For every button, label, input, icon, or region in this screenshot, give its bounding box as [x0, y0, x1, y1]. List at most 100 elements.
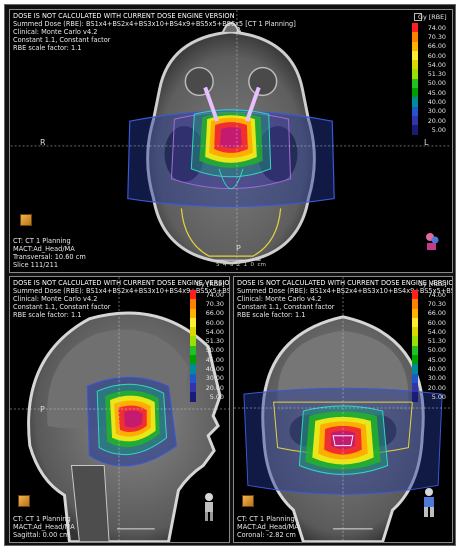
dose-color-swatch: [412, 308, 418, 318]
dose-level-value: 66.00: [427, 42, 446, 51]
orientation-left: P: [40, 405, 45, 414]
maximize-view-icon[interactable]: [414, 13, 422, 21]
transversal-view[interactable]: DOSE IS NOT CALCULATED WITH CURRENT DOSE…: [9, 9, 453, 273]
dose-level-row: 45.00: [412, 355, 446, 365]
clinical-line: Clinical: Monte Carlo v4.2: [13, 28, 98, 36]
dose-level-row: 50.00: [412, 78, 446, 89]
dose-level-row: 5.00: [190, 392, 224, 402]
dose-color-swatch: [412, 69, 418, 79]
dose-level-value: 30.00: [205, 374, 224, 383]
dose-level-row: 30.00: [412, 106, 446, 116]
dose-color-swatch: [412, 290, 418, 300]
dose-level-value: 45.00: [427, 355, 446, 364]
dose-level-row: 74.00: [190, 290, 224, 300]
dose-level-value: 50.00: [427, 346, 446, 355]
dose-color-swatch: [412, 364, 418, 374]
dose-level-row: 70.30: [412, 299, 446, 309]
dose-level-value: 50.00: [427, 79, 446, 88]
dose-level-row: 74.00: [412, 290, 446, 300]
dose-level-value: 60.00: [205, 318, 224, 327]
dose-level-value: 70.30: [205, 299, 224, 308]
dose-level-row: 51.30: [190, 336, 224, 346]
dose-color-swatch: [412, 50, 418, 61]
dose-color-swatch: [190, 355, 196, 365]
orientation-cube-icon[interactable]: [18, 495, 30, 507]
dose-level-row: 54.00: [190, 327, 224, 337]
dose-level-value: 5.00: [209, 392, 224, 401]
orientation-top: A: [236, 26, 242, 35]
orientation-cube-icon[interactable]: [242, 495, 254, 507]
dose-color-swatch: [412, 382, 418, 393]
dose-level-value: 51.30: [205, 337, 224, 346]
transversal-ct-image: [10, 10, 452, 272]
dose-level-row: 66.00: [412, 308, 446, 318]
dose-level-row: 50.00: [412, 345, 446, 356]
coronal-header: DOSE IS NOT CALCULATED WITH CURRENT DOSE…: [237, 279, 453, 319]
dose-level-value: 66.00: [205, 309, 224, 318]
dose-level-value: 20.00: [427, 116, 446, 125]
dose-color-swatch: [412, 317, 418, 328]
dose-color-swatch: [412, 345, 418, 356]
dose-color-swatch: [190, 336, 196, 346]
dose-color-swatch: [412, 327, 418, 337]
dose-level-value: 60.00: [427, 51, 446, 60]
dose-color-swatch: [412, 355, 418, 365]
dose-level-row: 60.00: [190, 317, 224, 328]
dose-level-row: 70.30: [412, 32, 446, 42]
dose-level-row: 66.00: [412, 41, 446, 51]
dose-level-value: 70.30: [427, 32, 446, 41]
dose-level-row: 51.30: [412, 69, 446, 79]
dose-level-row: 5.00: [412, 125, 446, 135]
orientation-cube-icon[interactable]: [20, 214, 32, 226]
scale-bar-ticks: 5 4 3 2 1 0 cm: [216, 262, 266, 268]
dose-level-value: 51.30: [427, 337, 446, 346]
sagittal-view[interactable]: DOSE IS NOT CALCULATED WITH CURRENT DOSE…: [9, 276, 230, 543]
dose-level-row: 45.00: [190, 355, 224, 365]
patient-figure-icon: [424, 488, 434, 517]
dose-color-swatch: [190, 345, 196, 356]
dose-level-row: 40.00: [190, 364, 224, 374]
coronal-footer: CT: CT 1 Planning MACT:Ad_Head/MA Corona…: [237, 515, 299, 539]
dose-color-swatch: [412, 23, 418, 33]
dose-level-row: 5.00: [412, 392, 446, 402]
dose-level-value: 54.00: [427, 60, 446, 69]
dose-level-row: 74.00: [412, 23, 446, 33]
dose-color-swatch: [412, 60, 418, 70]
dose-level-row: 30.00: [412, 373, 446, 383]
dose-level-row: 20.00: [412, 115, 446, 126]
treatment-planning-viewer: DOSE IS NOT CALCULATED WITH CURRENT DOSE…: [4, 4, 456, 546]
dose-level-row: 40.00: [412, 97, 446, 107]
dose-level-row: 20.00: [412, 382, 446, 393]
dose-legend-unit: Gy [RBE]: [418, 13, 447, 21]
dose-color-swatch: [190, 373, 196, 383]
coronal-view[interactable]: DOSE IS NOT CALCULATED WITH CURRENT DOSE…: [233, 276, 453, 543]
dose-level-value: 45.00: [427, 88, 446, 97]
dose-color-swatch: [190, 382, 196, 393]
dose-color-swatch: [412, 115, 418, 126]
dose-level-row: 66.00: [190, 308, 224, 318]
dose-color-swatch: [412, 41, 418, 51]
dose-color-swatch: [412, 106, 418, 116]
dose-color-swatch: [190, 392, 196, 402]
dose-level-row: 20.00: [190, 382, 224, 393]
patient-figure-icon: [205, 493, 213, 521]
dose-level-value: 40.00: [205, 365, 224, 374]
coronal-ct-image: [234, 277, 452, 542]
dose-level-value: 74.00: [205, 290, 224, 299]
dose-level-value: 54.00: [205, 327, 224, 336]
dose-level-row: 40.00: [412, 364, 446, 374]
dose-level-row: 60.00: [412, 50, 446, 61]
dose-level-value: 74.00: [427, 23, 446, 32]
dose-color-swatch: [190, 317, 196, 328]
transversal-footer: CT: CT 1 Planning MACT:Ad_Head/MA Transv…: [13, 237, 86, 269]
sagittal-header: DOSE IS NOT CALCULATED WITH CURRENT DOSE…: [13, 279, 230, 319]
dose-color-swatch: [412, 125, 418, 135]
dose-level-value: 50.00: [205, 346, 224, 355]
dose-level-value: 66.00: [427, 309, 446, 318]
dose-color-swatch: [190, 364, 196, 374]
dose-level-row: 30.00: [190, 373, 224, 383]
orientation-left: R: [40, 138, 46, 147]
dose-color-swatch: [412, 97, 418, 107]
